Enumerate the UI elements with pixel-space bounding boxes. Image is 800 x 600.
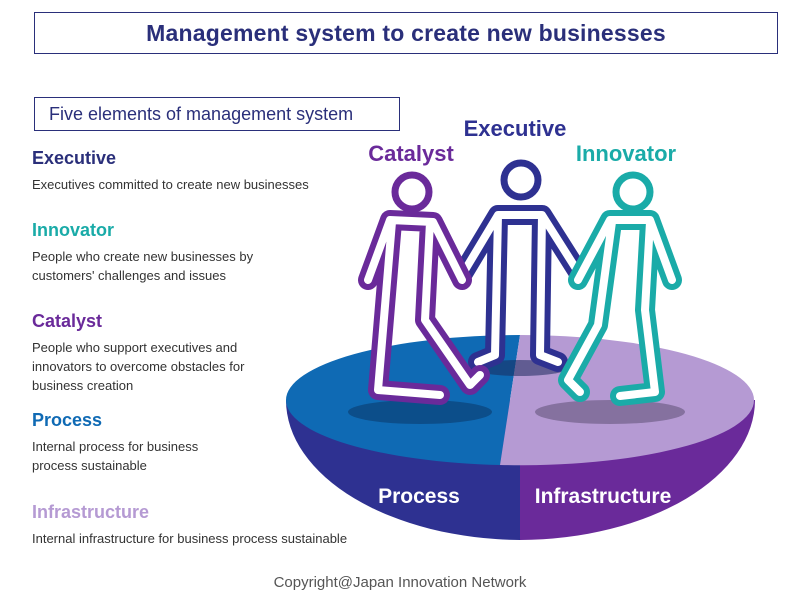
element-description: Internal infrastructure for business pro… [32,531,348,546]
process-label: Process [378,485,460,508]
copyright-notice: Copyright@Japan Innovation Network [273,574,527,591]
page-title: Management system to create new business… [146,19,666,46]
innovator-head [612,171,654,213]
element-catalyst: Catalyst People who support executives a… [32,311,247,395]
element-description: Internal process for business process su… [32,439,199,473]
executive-head [500,159,542,201]
title-box: Management system to create new business… [34,12,778,54]
catalyst-head [391,171,433,213]
management-system-illustration: Catalyst Executive Innovator Process Inf… [285,116,755,540]
innovator-shadow [535,400,685,424]
element-name: Innovator [32,220,115,240]
element-infrastructure: Infrastructure Internal infrastructure f… [32,502,347,548]
element-description: People who create new businesses by cust… [32,249,254,283]
element-innovator: Innovator People who create new business… [32,220,302,285]
executive-label: Executive [464,116,567,141]
element-description: Executives committed to create new busin… [32,177,309,192]
element-name: Executive [32,148,117,168]
element-name: Process [32,410,103,430]
element-process: Process Internal process for business pr… [32,410,232,475]
element-name: Infrastructure [32,502,150,522]
catalyst-shadow [348,400,492,424]
catalyst-label: Catalyst [368,141,454,166]
innovator-label: Innovator [576,141,677,166]
element-description: People who support executives and innova… [32,340,245,393]
subtitle-box: Five elements of management system [34,97,400,131]
infrastructure-label: Infrastructure [535,485,672,508]
element-name: Catalyst [32,311,103,331]
subtitle: Five elements of management system [49,103,354,124]
element-executive: Executive Executives committed to create… [32,148,309,194]
